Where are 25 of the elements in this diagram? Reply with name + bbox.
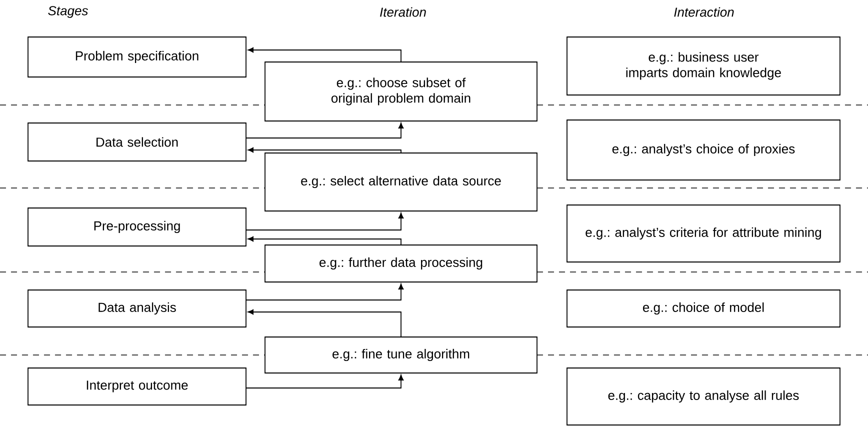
column-heading: Iteration xyxy=(380,7,426,17)
arrow xyxy=(246,122,404,138)
iteration-box: e.g.: choose subset of original problem domain xyxy=(264,62,538,122)
interaction-box: e.g.: choice of model xyxy=(566,290,840,328)
arrow xyxy=(248,47,402,62)
stage-box: Data selection xyxy=(28,122,246,162)
interaction-box: e.g.: analyst’s criteria for attribute mining xyxy=(566,204,840,262)
arrow xyxy=(248,309,402,337)
stage-box: Data analysis xyxy=(28,290,246,328)
arrow xyxy=(246,284,404,300)
interaction-box: e.g.: business user imparts domain knowledge xyxy=(566,36,840,96)
arrow xyxy=(248,236,402,245)
column-heading: Stages xyxy=(48,6,88,18)
column-heading: Interaction xyxy=(674,7,734,17)
arrow xyxy=(246,374,404,388)
interaction-box: e.g.: analyst’s choice of proxies xyxy=(566,120,840,180)
arrow xyxy=(248,147,402,153)
stage-box: Interpret outcome xyxy=(28,368,246,406)
stage-box: Pre-processing xyxy=(28,208,246,246)
iteration-box: e.g.: further data processing xyxy=(264,244,538,282)
iteration-box: e.g.: fine tune algorithm xyxy=(264,336,538,374)
stage-box: Problem specification xyxy=(28,36,246,78)
interaction-box: e.g.: capacity to analyse all rules xyxy=(566,368,840,426)
iteration-box: e.g.: select alternative data source xyxy=(264,152,538,212)
arrow xyxy=(246,212,404,230)
